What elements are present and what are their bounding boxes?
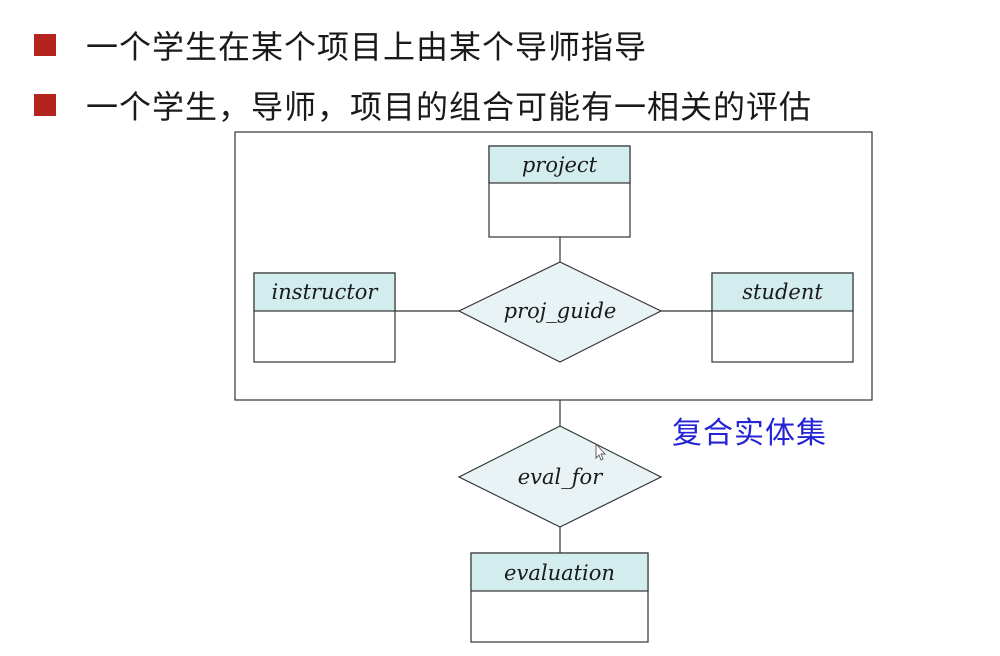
relationship-label-proj-guide: proj_guide [504,299,617,323]
relationship-proj-guide: proj_guide [457,261,663,363]
bullet-text-1: 一个学生在某个项目上由某个导师指导 [86,28,648,66]
entity-instructor: instructor [253,272,396,363]
mouse-cursor-icon [595,442,607,461]
aggregation-box [234,131,873,401]
entity-project: project [488,145,631,238]
entity-student: student [711,272,854,363]
entity-label-project: project [522,153,598,177]
entity-label-student: student [742,280,823,304]
relationship-eval-for: eval_for [457,425,663,528]
bullet-square-icon [34,34,56,56]
bullet-item-2: 一个学生，导师，项目的组合可能有一相关的评估 [34,80,812,130]
entity-evaluation: evaluation [470,552,649,643]
bullet-item-1: 一个学生在某个项目上由某个导师指导 [34,20,647,70]
entity-label-evaluation: evaluation [504,561,615,585]
relationship-label-eval-for: eval_for [518,465,604,489]
aggregate-entity-label: 复合实体集 [672,416,827,451]
bullet-square-icon [34,94,56,116]
entity-label-instructor: instructor [272,280,380,304]
bullet-text-2: 一个学生，导师，项目的组合可能有一相关的评估 [86,88,813,126]
